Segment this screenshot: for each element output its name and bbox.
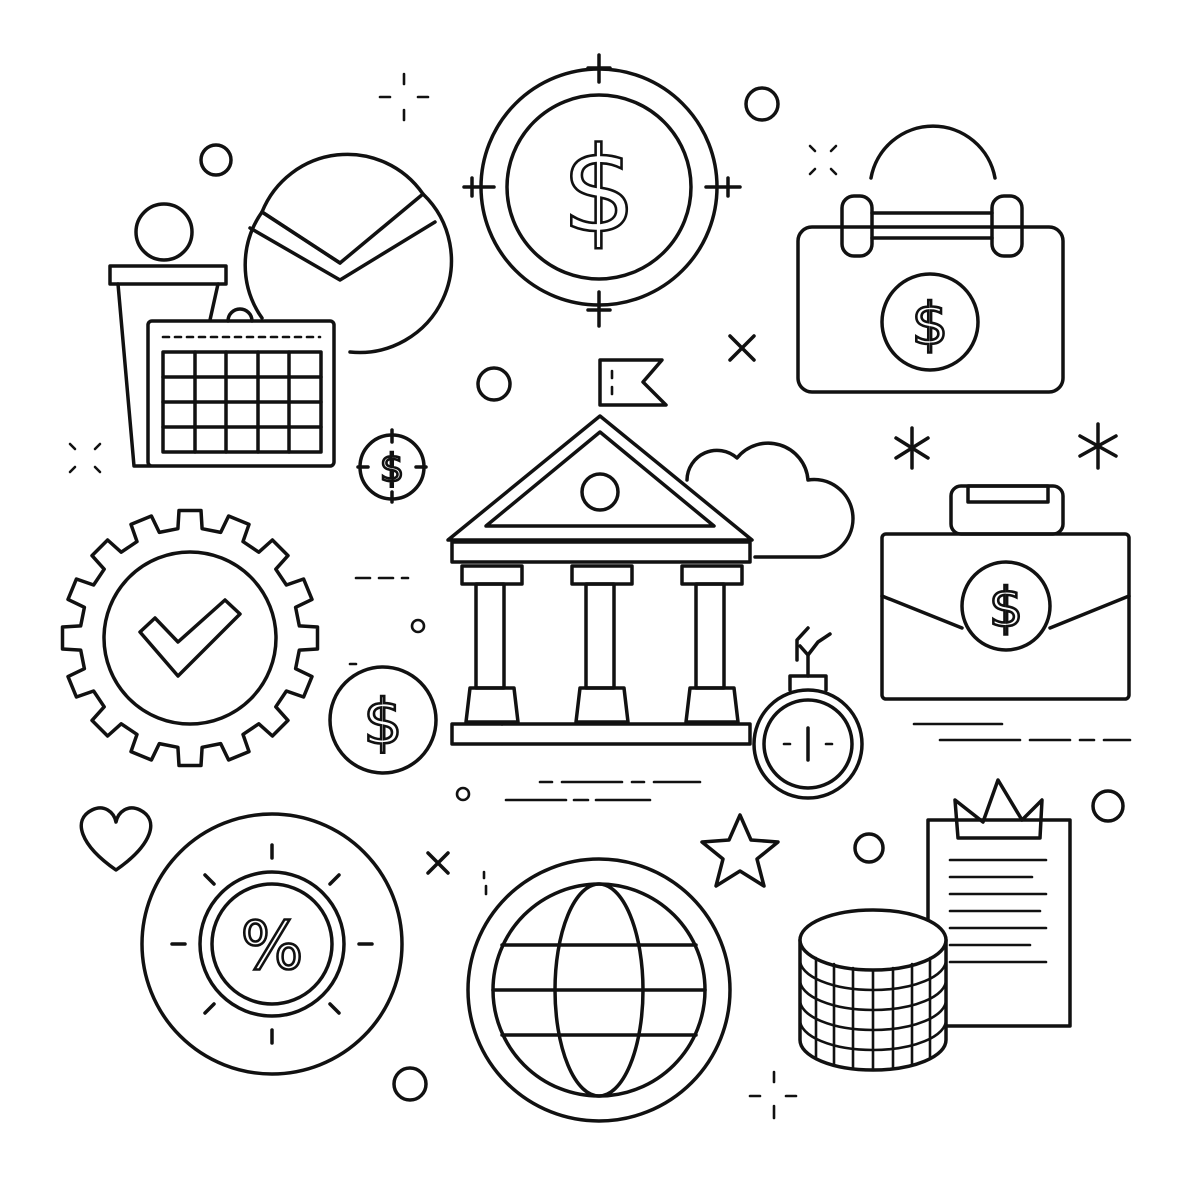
dollar-coin-sign: $ bbox=[363, 686, 402, 759]
calendar-icon bbox=[146, 307, 336, 468]
money-bag-icon: $ bbox=[796, 124, 1065, 394]
briefcase-dollar-icon: $ bbox=[880, 484, 1131, 701]
dollar-target-small-icon: $ bbox=[356, 428, 428, 504]
globe-icon bbox=[466, 857, 732, 1123]
heart-icon bbox=[79, 806, 153, 872]
target-dollar-icon: $ bbox=[462, 53, 742, 328]
decorative-sparkles bbox=[68, 72, 1118, 1120]
cloud-icon bbox=[685, 441, 855, 559]
coin-stack-icon bbox=[798, 908, 948, 1072]
percent-badge-icon: % bbox=[140, 812, 404, 1076]
clipboard-icon bbox=[926, 778, 1072, 1028]
user-icon bbox=[108, 202, 228, 468]
decorative-dots bbox=[199, 86, 1125, 1102]
percent-sign: % bbox=[241, 908, 304, 985]
dollar-coin-icon: $ bbox=[328, 665, 438, 775]
pie-chart-icon bbox=[243, 152, 454, 355]
bank-icon bbox=[446, 414, 754, 746]
stopwatch-icon bbox=[752, 626, 864, 800]
briefcase-dollar-sign: $ bbox=[989, 577, 1023, 640]
decorative-dashes bbox=[348, 576, 1132, 802]
small-target-dollar-sign: $ bbox=[380, 446, 404, 490]
target-dollar-sign: $ bbox=[561, 121, 636, 259]
money-bag-dollar-sign: $ bbox=[912, 290, 949, 358]
flag-icon bbox=[598, 358, 668, 407]
gear-check-icon bbox=[60, 508, 320, 768]
star-icon bbox=[700, 813, 780, 888]
